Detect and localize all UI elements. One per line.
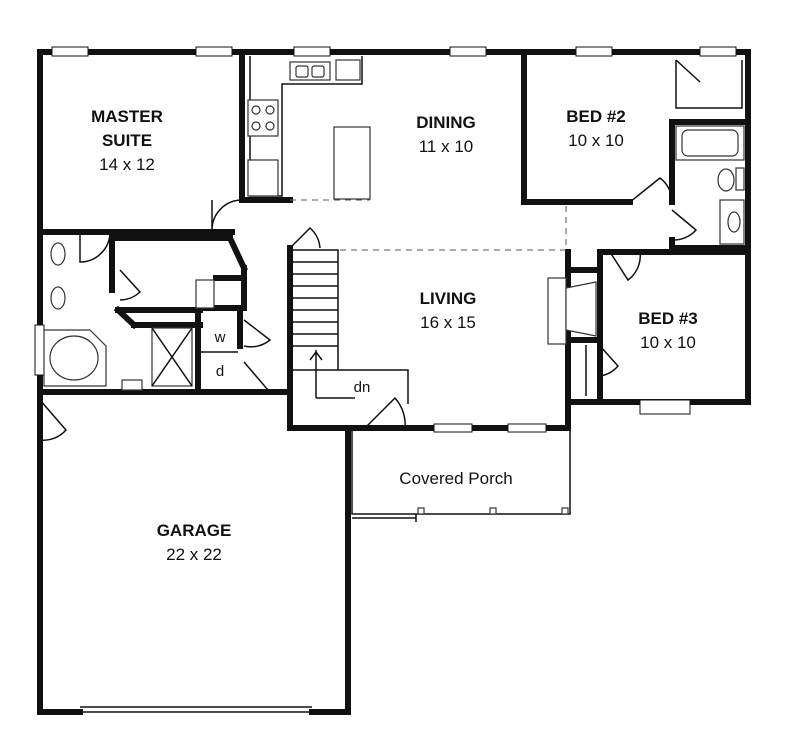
interior-walls xyxy=(37,49,751,431)
covered-porch xyxy=(351,430,571,522)
room-labels: MASTER SUITE 14 x 12 DINING 11 x 10 BED … xyxy=(91,107,698,564)
porch-name: Covered Porch xyxy=(399,469,512,488)
master-name-line2: SUITE xyxy=(102,131,152,150)
bed3-name: BED #3 xyxy=(638,309,698,328)
dashed-openings xyxy=(340,206,568,251)
doors xyxy=(39,177,698,441)
garage-name: GARAGE xyxy=(157,521,232,540)
hall-bath xyxy=(675,59,745,245)
kitchen xyxy=(247,56,371,201)
bed2-size: 10 x 10 xyxy=(568,131,624,150)
bed3-size: 10 x 10 xyxy=(640,333,696,352)
master-bath xyxy=(43,242,238,391)
garage-door xyxy=(80,706,312,713)
dining-size: 11 x 10 xyxy=(419,137,474,156)
dryer-label: d xyxy=(216,363,224,380)
exterior-walls xyxy=(37,49,751,715)
living-name: LIVING xyxy=(420,289,477,308)
garage-size: 22 x 22 xyxy=(166,545,222,564)
bed2-name: BED #2 xyxy=(566,107,626,126)
fireplace xyxy=(547,277,597,345)
dining-name: DINING xyxy=(416,113,476,132)
windows xyxy=(34,46,737,433)
stairs-down-label: dn xyxy=(354,379,371,396)
stairs xyxy=(291,249,409,404)
master-name-line1: MASTER xyxy=(91,107,163,126)
living-size: 16 x 15 xyxy=(420,313,476,332)
master-size: 14 x 12 xyxy=(99,155,155,174)
washer-label: w xyxy=(214,329,226,346)
